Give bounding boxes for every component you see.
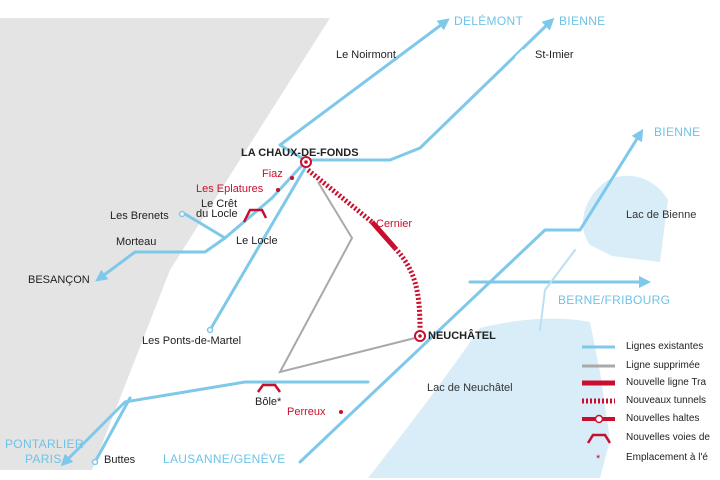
station-les-eplatures: Les Eplatures: [196, 183, 264, 195]
legend-location: Emplacement à l'é: [626, 452, 708, 463]
line-cdf-locle: [223, 160, 307, 240]
line-ponts-de-martel: [208, 166, 307, 332]
station-le-noirmont: Le Noirmont: [336, 49, 396, 61]
line-pontarlier: [60, 380, 370, 467]
new-track-cret: [242, 208, 268, 223]
legend-existing-lines: Lignes existantes: [626, 341, 704, 352]
dest-pontarlier: PONTARLIER: [5, 437, 84, 451]
dest-lausanne-geneve: LAUSANNE/GENÈVE: [163, 452, 286, 466]
legend-new-stops: Nouvelles haltes: [626, 413, 700, 424]
svg-text:*: *: [596, 453, 601, 465]
legend-removed-line: Ligne supprimée: [626, 360, 700, 371]
line-neuchatel-bienne: [298, 128, 644, 464]
dest-paris: PARIS: [25, 452, 62, 466]
station-du-locle: du Locle: [196, 208, 238, 220]
station-buttes: Buttes: [104, 454, 136, 466]
dest-bienne-north: BIENNE: [559, 14, 606, 28]
station-fiaz: Fiaz: [262, 168, 283, 180]
station-le-cret: Le Crêt: [201, 198, 238, 210]
new-line-tunnel-2: [393, 246, 423, 331]
station-st-imier: St-Imier: [535, 49, 574, 61]
stop-fiaz-marker: [290, 176, 294, 180]
stop-perreux-marker: [339, 410, 343, 414]
france-area: [0, 18, 330, 470]
line-cdf-delemont: [278, 18, 450, 162]
station-cernier: Cernier: [376, 218, 413, 230]
station-perreux: Perreux: [287, 406, 326, 418]
station-morteau: Morteau: [116, 236, 157, 248]
legend-symbols: *: [582, 345, 615, 465]
dest-besancon: BESANÇON: [28, 274, 90, 286]
dest-bienne-east: BIENNE: [654, 125, 701, 139]
new-line-segment: [370, 220, 397, 250]
removed-line: [278, 181, 416, 374]
line-buttes: [93, 396, 132, 464]
new-track-bole: [256, 383, 282, 393]
legend-new-tunnels: Nouveaux tunnels: [626, 395, 707, 406]
dest-delemont: DELÉMONT: [454, 14, 524, 28]
line-locle-besancon: [95, 236, 227, 282]
station-bole: Bôle*: [255, 396, 282, 408]
station-les-brenets: Les Brenets: [110, 210, 169, 222]
legend-new-line: Nouvelle ligne Tra: [626, 377, 707, 388]
lake-neuchatel-label: Lac de Neuchâtel: [427, 382, 513, 394]
lake-bienne-shape: [582, 175, 668, 262]
legend-new-tracks: Nouvelles voies de: [626, 432, 710, 443]
line-berne-connection: [539, 249, 576, 331]
line-cdf-bienne: [303, 17, 555, 162]
station-la-chaux-de-fonds: LA CHAUX-DE-FONDS: [241, 147, 359, 159]
station-les-ponts-de-martel: Les Ponts-de-Martel: [142, 335, 242, 347]
stop-eplatures-marker: [276, 188, 280, 192]
new-line-tunnel-1: [306, 168, 374, 224]
station-neuchatel: NEUCHÂTEL: [428, 330, 496, 342]
lake-neuchatel-shape: [368, 318, 610, 478]
dest-berne-fribourg: BERNE/FRIBOURG: [558, 293, 671, 307]
station-le-locle: Le Locle: [236, 235, 278, 247]
lake-bienne-label: Lac de Bienne: [626, 209, 697, 221]
line-locle-brenets: [183, 212, 227, 240]
